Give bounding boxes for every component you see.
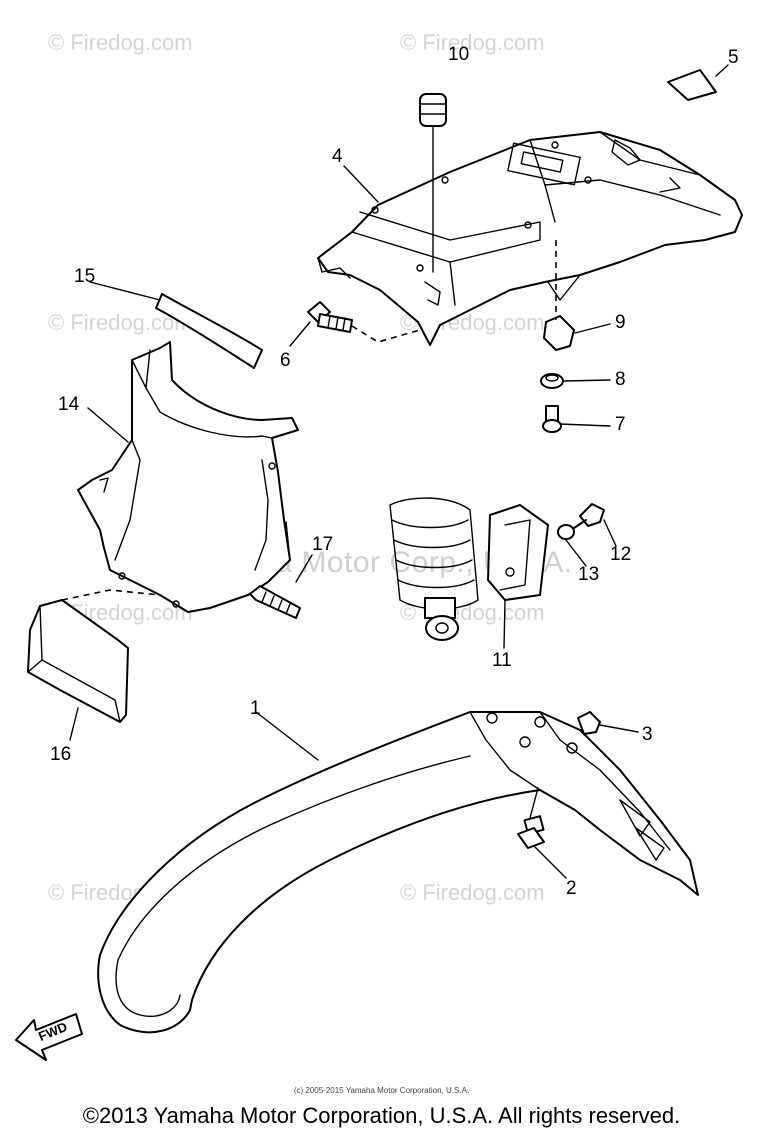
callout-8: 8	[615, 369, 626, 390]
callout-2: 2	[566, 878, 577, 899]
callout-7: 7	[615, 414, 626, 435]
callout-17: 17	[312, 534, 334, 555]
bolt-part-17	[249, 554, 313, 619]
panel-part-16	[27, 589, 161, 723]
washer-part-13	[557, 524, 587, 567]
watermark: © Firedog.com	[48, 30, 193, 55]
plate-part-5	[667, 64, 729, 101]
bolt-part-6	[307, 301, 421, 343]
callout-12: 12	[610, 544, 632, 565]
copyright-footer: ©2013 Yamaha Motor Corporation, U.S.A. A…	[82, 1103, 681, 1128]
shock-absorber	[389, 497, 479, 641]
callout-3: 3	[642, 724, 653, 745]
callout-10: 10	[448, 44, 470, 65]
callout-1: 1	[250, 698, 261, 719]
nut-part-9	[543, 240, 575, 351]
callout-16: 16	[50, 744, 72, 765]
watermark: © Firedog.com	[400, 880, 545, 905]
leader-lines	[69, 165, 611, 741]
bolt-part-7	[542, 405, 562, 433]
watermark: © Firedog.com	[400, 30, 545, 55]
front-fender-part-1	[97, 711, 699, 1034]
collar-part-8	[540, 373, 564, 389]
callout-5: 5	[728, 47, 739, 68]
callout-15: 15	[74, 266, 96, 287]
callout-11: 11	[492, 650, 512, 671]
fwd-arrow	[15, 1013, 83, 1061]
callout-13: 13	[578, 564, 600, 585]
strip-part-15	[155, 293, 263, 369]
callout-6: 6	[280, 350, 291, 371]
inner-fender-part-14	[77, 341, 299, 613]
bolt-part-12	[567, 503, 617, 547]
rear-fender-part-4	[317, 131, 743, 346]
small-copyright: (c) 2005-2015 Yamaha Motor Corporation, …	[293, 1086, 470, 1095]
callout-9: 9	[615, 312, 626, 333]
bolt-part-2	[517, 787, 567, 879]
callout-4: 4	[332, 146, 343, 167]
callout-14: 14	[58, 394, 80, 415]
bracket-part-11	[487, 504, 549, 649]
nut-part-3	[577, 711, 639, 735]
grommet-part-10	[419, 93, 447, 273]
